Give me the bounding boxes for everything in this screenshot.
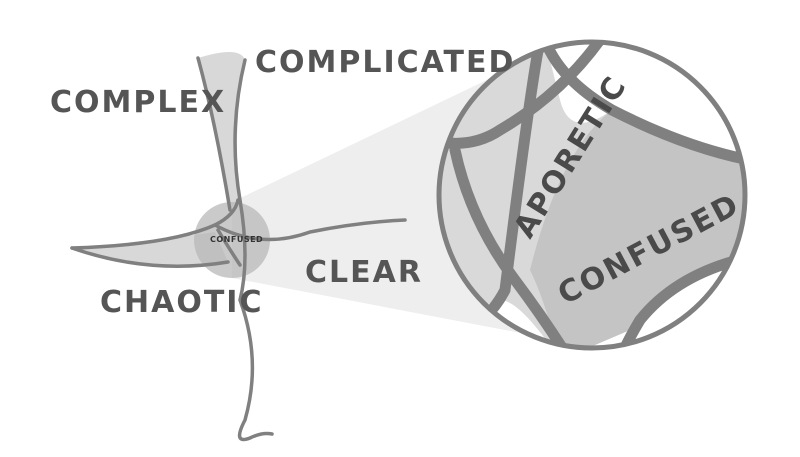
magnifier-ring — [436, 39, 748, 351]
label-confused-small: CONFUSED — [210, 235, 263, 244]
magnified-view — [439, 42, 745, 348]
label-complex: COMPLEX — [50, 85, 226, 120]
label-complicated: COMPLICATED — [255, 45, 515, 80]
domain-boundaries — [70, 56, 407, 442]
confused-focus-circle — [194, 202, 270, 278]
complicated-region — [198, 51, 245, 210]
label-clear: CLEAR — [305, 255, 423, 290]
label-chaotic: CHAOTIC — [100, 285, 264, 320]
